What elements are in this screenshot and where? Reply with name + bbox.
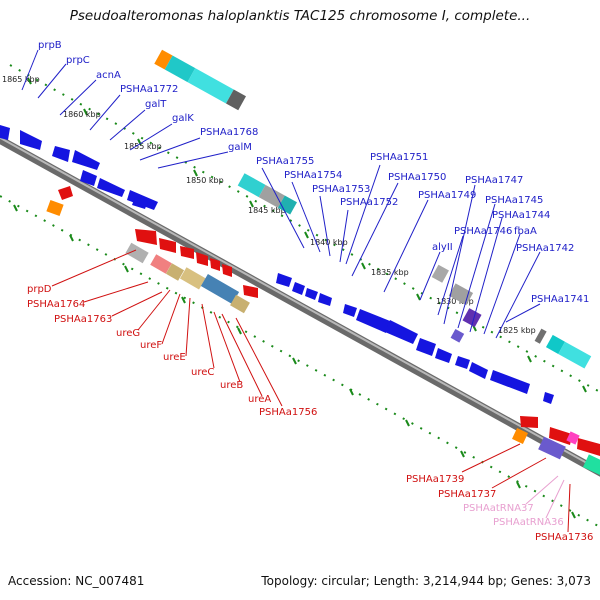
bottom-gene-labels[interactable]: prpD PSHAa1764 PSHAa1763 ureG ureF ureE … bbox=[27, 249, 593, 543]
gene-label: PSHAa1768 bbox=[200, 127, 258, 138]
gene-label: ureB bbox=[220, 380, 243, 391]
gene-label: PSHAa1753 bbox=[312, 184, 370, 195]
scale-label: 1865 kbp bbox=[2, 75, 40, 84]
scale-label: 1845 kbp bbox=[248, 206, 286, 215]
gene-label: prpC bbox=[66, 55, 90, 66]
top-gene-labels[interactable]: prpB prpC acnA PSHAa1772 galT galK PSHAa… bbox=[21, 40, 589, 339]
scale-label: 1860 kbp bbox=[63, 110, 101, 119]
gene-label: prpB bbox=[38, 40, 62, 51]
gene-label: PSHAa1756 bbox=[259, 407, 317, 418]
summary-text: Topology: circular; Length: 3,214,944 bp… bbox=[261, 574, 591, 588]
map-title: Pseudoalteromonas haloplanktis TAC125 ch… bbox=[69, 8, 531, 24]
scale-label: 1825 kbp bbox=[498, 326, 536, 335]
gene-label: PSHAa1764 bbox=[27, 299, 85, 310]
scale-label: 1835 kbp bbox=[371, 268, 409, 277]
gene-label: PSHAa1737 bbox=[438, 489, 496, 500]
gene-label: galM bbox=[228, 142, 252, 153]
gene-label: ureC bbox=[191, 367, 214, 378]
gene-label: alyII bbox=[432, 242, 453, 253]
gene-label: PSHAa1744 bbox=[492, 210, 550, 221]
gene-label: PSHAatRNA37 bbox=[463, 503, 534, 514]
gene-label: PSHAa1754 bbox=[284, 170, 342, 181]
gene-label: PSHAa1749 bbox=[418, 190, 476, 201]
reverse-tick-row bbox=[0, 195, 600, 528]
gene-label: PSHAa1747 bbox=[465, 175, 523, 186]
gene-label: PSHAa1772 bbox=[120, 84, 178, 95]
gene-label: PSHAa1741 bbox=[531, 294, 589, 305]
gene-label: ureF bbox=[140, 340, 162, 351]
chromosome-backbone bbox=[0, 135, 600, 477]
major-ticks bbox=[13, 77, 587, 519]
gene-label: PSHAa1752 bbox=[340, 197, 398, 208]
gene-label: PSHAatRNA36 bbox=[493, 517, 564, 528]
scale-label: 1830 kbp bbox=[436, 297, 474, 306]
gene-label: PSHAa1742 bbox=[516, 243, 574, 254]
gene-label: fbaA bbox=[514, 226, 537, 237]
gene-label: galK bbox=[172, 113, 194, 124]
gene-label: PSHAa1751 bbox=[370, 152, 428, 163]
gene-label: ureG bbox=[116, 328, 140, 339]
gene-label: prpD bbox=[27, 284, 52, 295]
gene-label: PSHAa1746 bbox=[454, 226, 512, 237]
gene-label: PSHAa1750 bbox=[388, 172, 446, 183]
forward-genes[interactable] bbox=[0, 49, 600, 404]
scale-label: 1855 kbp bbox=[124, 142, 162, 151]
gene-label: galT bbox=[145, 99, 167, 110]
reverse-genes[interactable] bbox=[46, 186, 600, 476]
gene-label: PSHAa1763 bbox=[54, 314, 112, 325]
gene-label: ureA bbox=[248, 394, 271, 405]
scale-labels: 1865 kbp 1860 kbp 1855 kbp 1850 kbp 1845… bbox=[2, 75, 536, 335]
accession-text: Accession: NC_007481 bbox=[8, 574, 145, 588]
gene-label: PSHAa1755 bbox=[256, 156, 314, 167]
gene-label: PSHAa1739 bbox=[406, 474, 464, 485]
gene-label: PSHAa1745 bbox=[485, 195, 543, 206]
gene-label: ureE bbox=[163, 352, 186, 363]
scale-label: 1850 kbp bbox=[186, 176, 224, 185]
gene-label: PSHAa1736 bbox=[535, 532, 593, 543]
scale-label: 1840 kbp bbox=[310, 238, 348, 247]
gene-label: acnA bbox=[96, 70, 121, 81]
